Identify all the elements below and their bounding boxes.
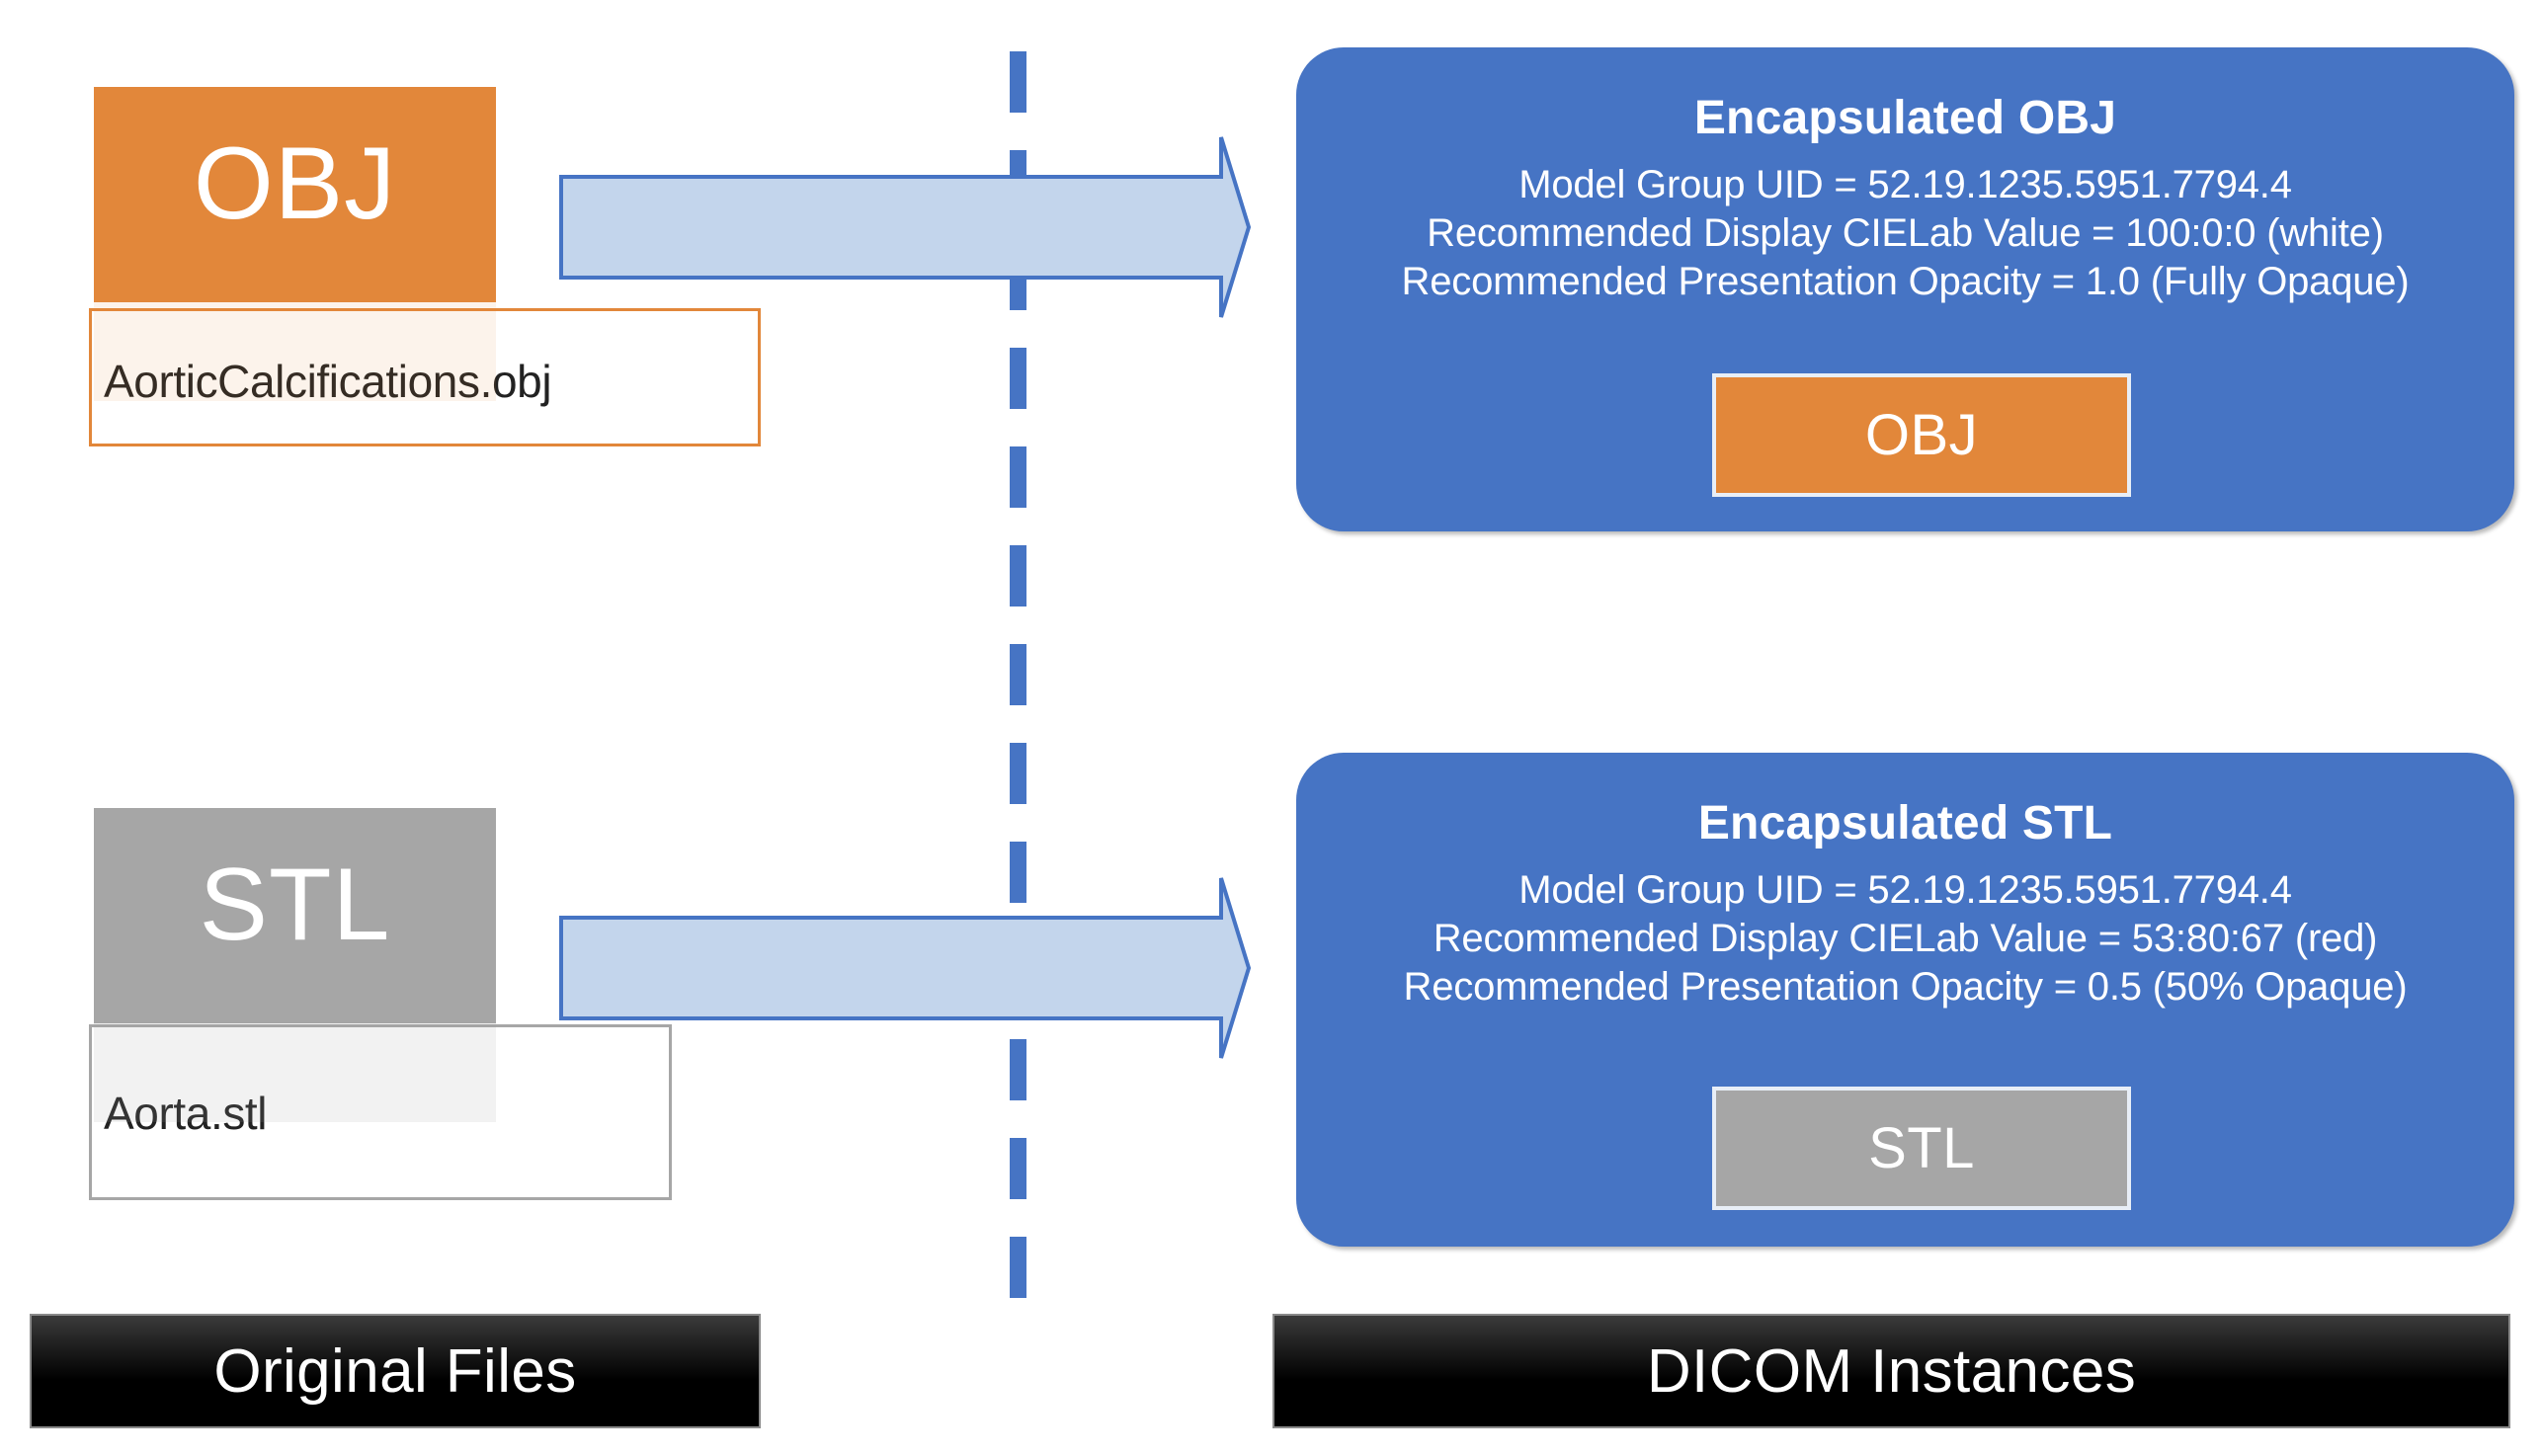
file-tile-overlap-tint-stl	[94, 1023, 496, 1122]
conversion-arrow-stl	[559, 874, 1251, 1062]
dicom-panel-stl: Encapsulated STL Model Group UID = 52.19…	[1296, 753, 2514, 1247]
dicom-panel-obj-line-cielab: Recommended Display CIELab Value = 100:0…	[1427, 210, 2384, 255]
banner-dicom-instances: DICOM Instances	[1272, 1314, 2510, 1428]
file-tile-solid-stl	[94, 808, 496, 1023]
conversion-arrow-obj-shape	[559, 136, 1251, 318]
banner-original-files: Original Files	[30, 1314, 761, 1428]
dicom-panel-stl-format-badge: STL	[1712, 1087, 2131, 1210]
dicom-panel-stl-details: Model Group UID = 52.19.1235.5951.7794.4…	[1296, 866, 2514, 1011]
dicom-panel-stl-line-cielab: Recommended Display CIELab Value = 53:80…	[1433, 916, 2378, 960]
file-tile-label-obj: OBJ	[193, 126, 397, 241]
file-name-box-stl: Aorta.stl	[89, 1024, 672, 1200]
conversion-arrow-stl-shape	[559, 877, 1251, 1059]
dicom-panel-stl-line-uid: Model Group UID = 52.19.1235.5951.7794.4	[1518, 868, 2292, 912]
dicom-panel-stl-title: Encapsulated STL	[1697, 797, 2113, 849]
conversion-arrow-obj	[559, 133, 1251, 321]
file-tile-overlap-tint-obj	[94, 302, 496, 401]
dicom-panel-stl-line-opacity: Recommended Presentation Opacity = 0.5 (…	[1403, 964, 2408, 1009]
dicom-panel-stl-format-badge-label: STL	[1868, 1115, 1975, 1180]
file-tile-obj: OBJ	[94, 87, 496, 401]
source-file-group-obj: AorticCalcifications.obj OBJ	[0, 0, 790, 494]
dicom-panel-obj: Encapsulated OBJ Model Group UID = 52.19…	[1296, 47, 2514, 531]
file-name-label-obj: AorticCalcifications.obj	[104, 356, 552, 407]
file-name-box-obj: AorticCalcifications.obj	[89, 308, 761, 446]
banner-dicom-instances-label: DICOM Instances	[1646, 1336, 2137, 1406]
dicom-panel-obj-title: Encapsulated OBJ	[1693, 92, 2117, 144]
dicom-panel-obj-details: Model Group UID = 52.19.1235.5951.7794.4…	[1296, 161, 2514, 305]
source-file-group-stl: Aorta.stl STL	[0, 0, 790, 1284]
dicom-panel-obj-line-opacity: Recommended Presentation Opacity = 1.0 (…	[1401, 259, 2410, 303]
dicom-panel-obj-line-uid: Model Group UID = 52.19.1235.5951.7794.4	[1518, 163, 2292, 206]
file-name-label-stl: Aorta.stl	[104, 1088, 268, 1139]
dicom-panel-obj-format-badge-label: OBJ	[1864, 402, 1979, 467]
file-tile-stl: STL	[94, 808, 496, 1122]
dicom-panel-obj-format-badge: OBJ	[1712, 373, 2131, 497]
file-tile-label-stl: STL	[199, 848, 391, 962]
banner-original-files-label: Original Files	[213, 1336, 577, 1406]
file-tile-solid-obj	[94, 87, 496, 302]
